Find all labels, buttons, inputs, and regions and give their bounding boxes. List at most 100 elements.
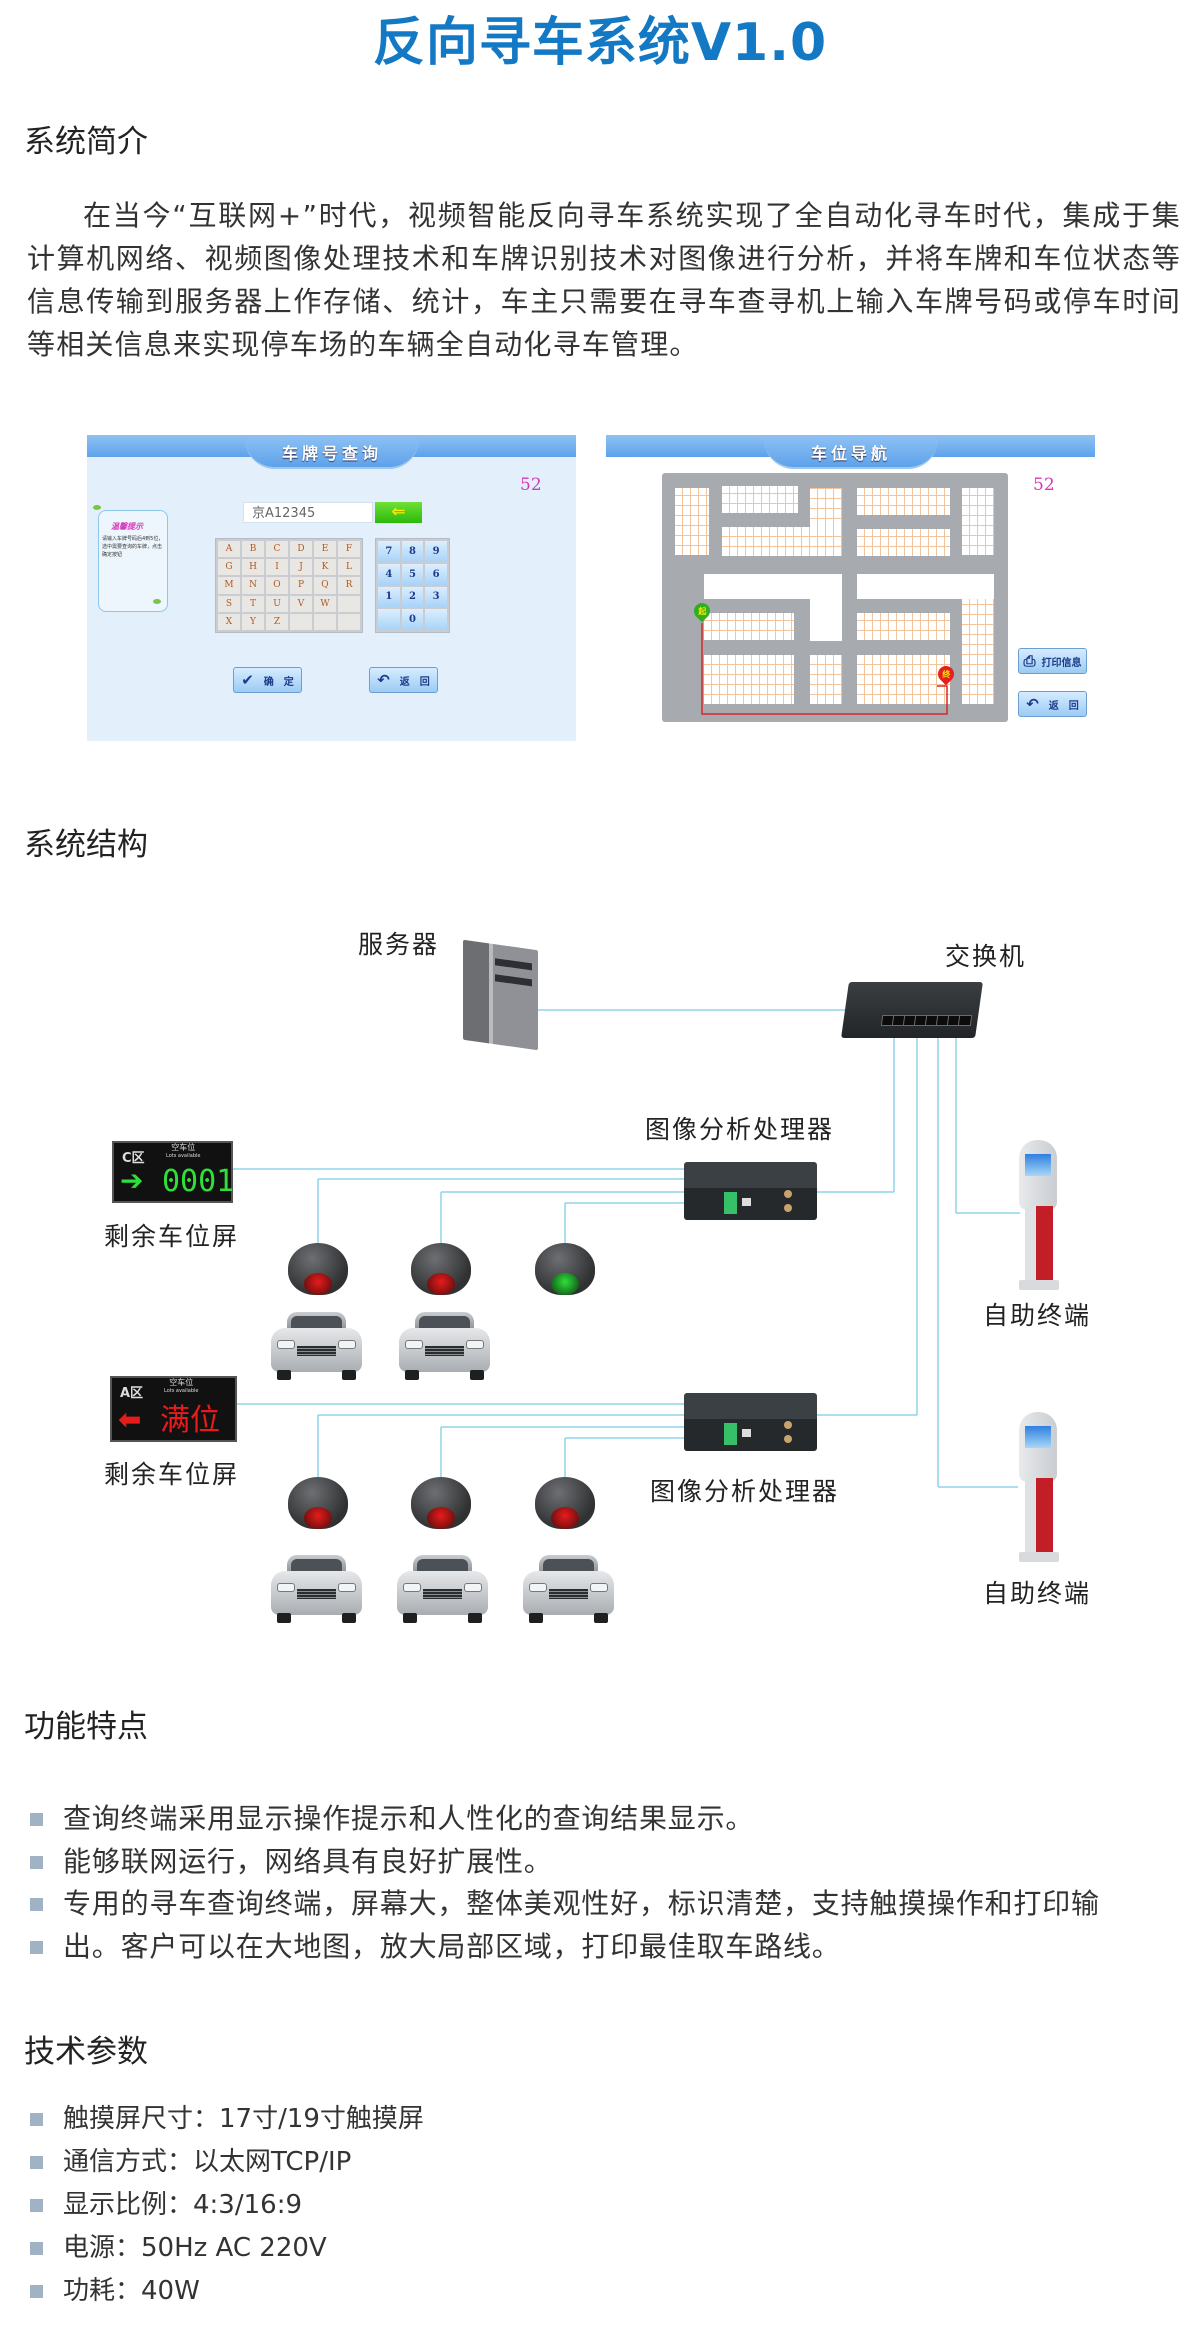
kiosk-label-2: 自助终端: [983, 1579, 1092, 1608]
parking-block: [810, 599, 842, 641]
key-u[interactable]: U: [266, 595, 288, 612]
parking-block: [857, 574, 994, 599]
key-0[interactable]: 0: [401, 609, 424, 630]
plate-query-screenshot: 车牌号查询 52 温馨提示 请输入车牌号码后4到5位，选中需要查询的车牌，点击确…: [87, 435, 576, 741]
parking-block: [857, 655, 950, 704]
key-6[interactable]: 6: [425, 563, 447, 585]
led-zone: C区: [122, 1151, 145, 1166]
parking-block: [704, 655, 794, 704]
return-button[interactable]: ↶ 返 回: [369, 667, 438, 693]
bullet-square-icon: [30, 2156, 43, 2169]
green-indicator-light: [551, 1273, 579, 1295]
red-indicator-light: [304, 1273, 332, 1295]
tech-params-list: 触摸屏尺寸：17寸/19寸触摸屏 通信方式：以太网TCP/IP 显示比例：4:3…: [30, 2098, 424, 2313]
parking-navigation-screenshot: 车位导航 52 起 终 ⎙ 打印信息 ↶ 返 回: [606, 435, 1095, 741]
key-w[interactable]: W: [314, 595, 336, 612]
key-h[interactable]: H: [242, 559, 264, 576]
parking-block: [675, 488, 709, 555]
key-9[interactable]: 9: [425, 541, 447, 562]
key-i[interactable]: I: [266, 559, 288, 576]
key-blank[interactable]: [378, 609, 400, 630]
bullet-square-icon: [30, 1940, 43, 1954]
key-b[interactable]: B: [242, 541, 264, 558]
parking-block: [962, 599, 994, 704]
parking-map[interactable]: 起 终: [662, 473, 1008, 722]
key-5[interactable]: 5: [401, 563, 424, 585]
key-a[interactable]: A: [218, 541, 240, 558]
processor-label-1: 图像分析处理器: [645, 1115, 835, 1144]
list-item: 能够联网运行，网络具有良好扩展性。: [30, 1841, 1100, 1884]
parking-block: [810, 488, 842, 528]
confirm-button[interactable]: ✔ 确 定: [233, 667, 302, 693]
led-value: 0001: [162, 1164, 235, 1199]
parking-detector-camera-icon: [535, 1477, 595, 1529]
parking-detector-camera-icon: [288, 1243, 348, 1295]
key-r[interactable]: R: [338, 577, 360, 594]
key-c[interactable]: C: [266, 541, 288, 558]
key-p[interactable]: P: [290, 577, 312, 594]
key-s[interactable]: S: [218, 595, 240, 612]
key-v[interactable]: V: [290, 595, 312, 612]
print-info-button[interactable]: ⎙ 打印信息: [1018, 648, 1087, 674]
plate-input[interactable]: 京A12345: [243, 502, 373, 523]
key-7[interactable]: 7: [378, 541, 400, 562]
key-1[interactable]: 1: [378, 586, 400, 608]
self-service-kiosk-icon: [1015, 1412, 1063, 1562]
key-m[interactable]: M: [218, 577, 240, 594]
screen-label-2: 剩余车位屏: [104, 1460, 240, 1489]
list-item: 查询终端采用显示操作提示和人性化的查询结果显示。: [30, 1798, 1100, 1841]
panel-title: 车位导航: [810, 444, 891, 463]
key-e[interactable]: E: [314, 541, 336, 558]
key-l[interactable]: L: [338, 559, 360, 576]
parking-block: [857, 613, 950, 640]
key-x[interactable]: X: [218, 613, 240, 630]
list-item: 显示比例：4:3/16:9: [30, 2184, 424, 2227]
key-y[interactable]: Y: [242, 613, 264, 630]
key-q[interactable]: Q: [314, 577, 336, 594]
key-k[interactable]: K: [314, 559, 336, 576]
key-blank[interactable]: [425, 609, 447, 630]
processor-label-2: 图像分析处理器: [650, 1477, 840, 1506]
panel-title: 车牌号查询: [281, 444, 382, 463]
return-button[interactable]: ↶ 返 回: [1018, 691, 1087, 717]
list-item: 功耗：40W: [30, 2270, 424, 2313]
key-d[interactable]: D: [290, 541, 312, 558]
key-n[interactable]: N: [242, 577, 264, 594]
key-3[interactable]: 3: [425, 586, 447, 608]
count-display: 52: [1033, 475, 1055, 495]
return-label: 返 回: [1048, 700, 1079, 712]
leaf-decoration: [93, 505, 101, 510]
key-z[interactable]: Z: [266, 613, 288, 630]
key-blank[interactable]: [338, 613, 360, 630]
backspace-button[interactable]: ⇐: [375, 502, 422, 523]
kiosk-label-1: 自助终端: [983, 1301, 1092, 1330]
key-blank[interactable]: [314, 613, 336, 630]
connector-lines: [233, 1009, 1020, 1488]
key-o[interactable]: O: [266, 577, 288, 594]
red-indicator-light: [304, 1507, 332, 1529]
parking-block: [722, 486, 798, 513]
image-processor-icon: [684, 1393, 817, 1451]
parking-block: [810, 655, 842, 704]
leaf-decoration: [153, 599, 161, 604]
print-label: 打印信息: [1041, 657, 1082, 669]
self-service-kiosk-icon: [1015, 1140, 1063, 1290]
parking-block: [704, 613, 794, 640]
key-j[interactable]: J: [290, 559, 312, 576]
key-blank[interactable]: [338, 595, 360, 612]
key-f[interactable]: F: [338, 541, 360, 558]
key-8[interactable]: 8: [401, 541, 424, 562]
bullet-square-icon: [30, 2285, 43, 2298]
key-g[interactable]: G: [218, 559, 240, 576]
key-t[interactable]: T: [242, 595, 264, 612]
bullet-square-icon: [30, 1813, 43, 1826]
parking-block: [722, 527, 842, 556]
bullet-square-icon: [30, 2199, 43, 2212]
key-blank[interactable]: [290, 613, 312, 630]
key-4[interactable]: 4: [378, 563, 400, 585]
car-icon: [269, 1310, 364, 1380]
key-2[interactable]: 2: [401, 586, 424, 608]
